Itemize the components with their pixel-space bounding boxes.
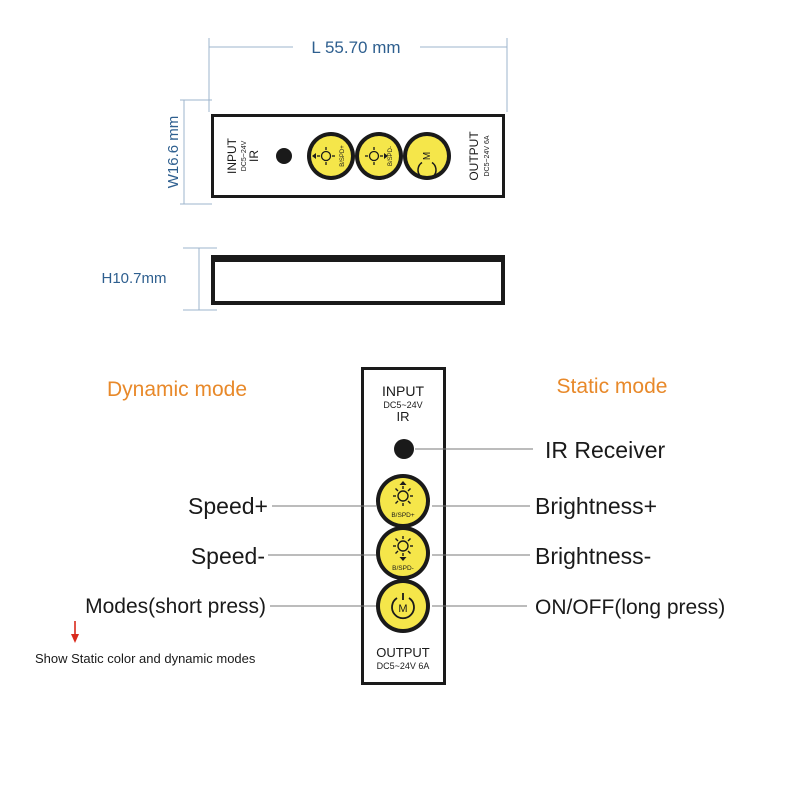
down-arrow-icon	[71, 621, 79, 643]
brightness-minus-label: Brightness-	[535, 543, 651, 569]
top-ir-receiver-dot	[276, 148, 292, 164]
front-input-label: INPUT	[382, 383, 424, 399]
speed-minus-label: Speed-	[191, 543, 265, 569]
top-mode-power-icon: M	[417, 152, 437, 180]
ir-receiver-label: IR Receiver	[545, 437, 665, 463]
device-front-view: INPUT DC5~24V IR B/SPD+	[361, 367, 446, 685]
device-side-view	[211, 255, 505, 305]
top-input-label: INPUT	[225, 137, 239, 174]
front-output-spec: DC5~24V 6A	[377, 661, 430, 671]
front-output-label: OUTPUT	[376, 645, 430, 660]
modes-short-press-label: Modes(short press)	[85, 595, 266, 618]
mode-symbol: M	[398, 603, 407, 615]
speed-plus-label: Speed+	[188, 493, 268, 519]
front-input-spec: DC5~24V	[383, 400, 422, 410]
callout-lines	[268, 448, 533, 607]
static-mode-title: Static mode	[557, 375, 668, 398]
brightness-plus-button: B/SPD+	[376, 474, 430, 528]
mode-button: M	[376, 579, 430, 633]
top-mode-button: M	[403, 132, 451, 180]
top-bspd-plus-label: B/SPD+	[340, 145, 346, 167]
device-top-view: INPUT DC5~24V IR B/SPD+	[211, 114, 505, 198]
top-brightness-speed-up-icon	[312, 147, 335, 165]
top-brightness-speed-down-icon	[365, 147, 388, 165]
brightness-speed-up-icon	[393, 481, 413, 506]
width-label: W16.6 mm	[165, 116, 182, 189]
width-dimension: W16.6 mm	[165, 99, 212, 205]
ir-receiver-dot	[394, 439, 414, 459]
top-output-spec: DC5~24V 6A	[484, 135, 491, 176]
top-input-spec: DC5~24V	[241, 140, 248, 171]
length-dimension: L 55.70 mm	[208, 38, 508, 112]
brightness-minus-button: B/SPD-	[376, 526, 430, 580]
top-output-label: OUTPUT	[467, 131, 481, 181]
top-ir-label: IR	[247, 150, 261, 162]
brightness-plus-label: Brightness+	[535, 493, 657, 519]
brightness-speed-down-icon	[393, 536, 413, 561]
front-ir-label: IR	[397, 409, 410, 424]
top-bspd-minus-label: B/SPD-	[388, 146, 394, 166]
length-label: L 55.70 mm	[311, 38, 400, 57]
on-off-long-press-label: ON/OFF(long press)	[535, 596, 725, 619]
dynamic-mode-title: Dynamic mode	[107, 378, 247, 401]
bspd-plus-label: B/SPD+	[391, 512, 415, 519]
bspd-minus-label: B/SPD-	[392, 565, 414, 572]
height-dimension: H10.7mm	[101, 247, 217, 311]
height-label: H10.7mm	[101, 270, 166, 287]
top-brightness-plus-button: B/SPD+	[307, 132, 355, 180]
svg-text:M: M	[422, 152, 433, 160]
show-static-note: Show Static color and dynamic modes	[35, 651, 256, 666]
top-brightness-minus-button: B/SPD-	[355, 132, 403, 180]
mode-power-icon: M	[391, 593, 415, 620]
